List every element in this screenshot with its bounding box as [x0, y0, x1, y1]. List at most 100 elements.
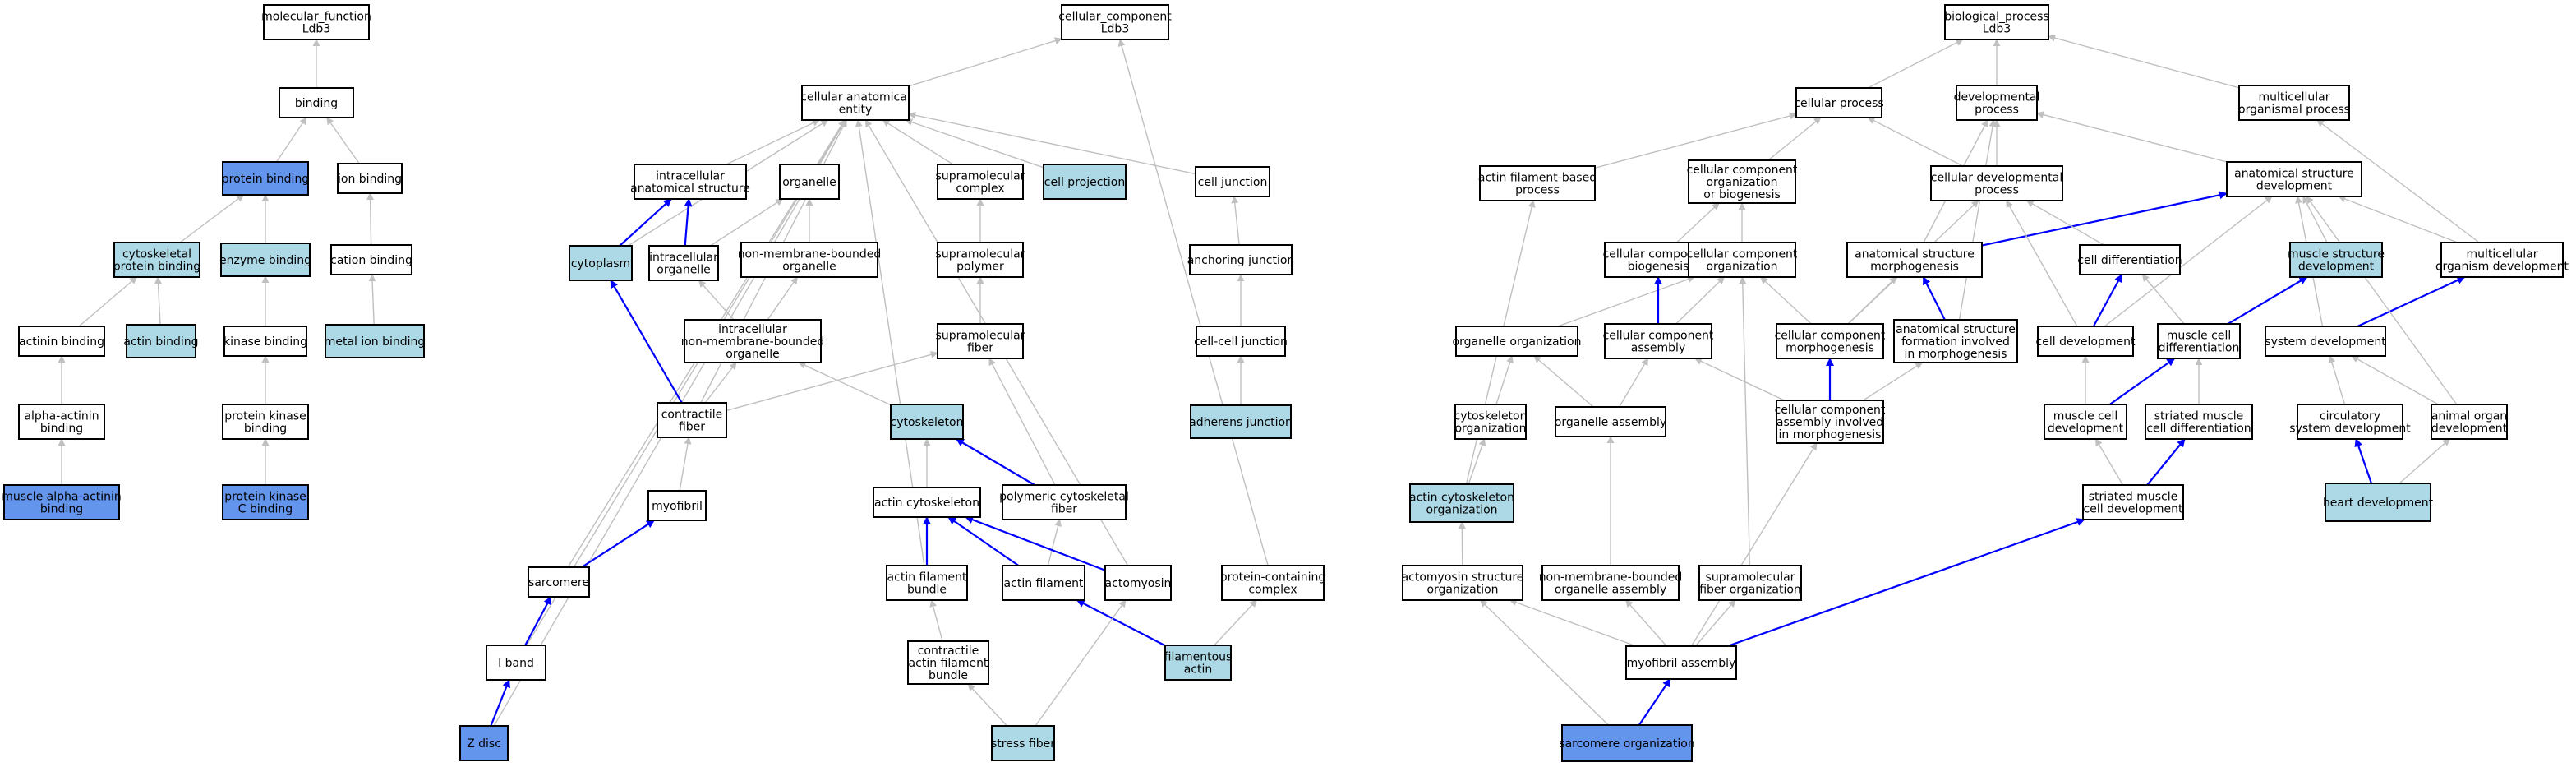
- node-label: muscle cell: [2167, 330, 2232, 343]
- node-label: cell-cell junction: [1194, 335, 1288, 349]
- edge-myofibril_assembly-to-actomyosin_org: [1509, 598, 1637, 647]
- node-organelle-assembly[interactable]: organelle assembly: [1555, 406, 1666, 437]
- node-z-disc[interactable]: Z disc: [459, 725, 509, 761]
- node-organelle-org[interactable]: organelle organization: [1453, 326, 1582, 357]
- node-box: [2226, 161, 2362, 197]
- node-box: [1479, 165, 1596, 201]
- node-cation-binding[interactable]: cation binding: [330, 244, 412, 275]
- node-cell-junction[interactable]: cell junction: [1195, 166, 1270, 197]
- node-actin-cytoskeleton[interactable]: actin cytoskeleton: [873, 487, 981, 518]
- node-sarcomere-org[interactable]: sarcomere organization: [1559, 724, 1695, 762]
- node-cellular-process[interactable]: cellular process: [1794, 87, 1884, 118]
- node-protein-binding[interactable]: protein binding: [222, 161, 309, 196]
- edge-sarcomere_org-to-actomyosin_org: [1479, 599, 1609, 726]
- node-enzyme-binding[interactable]: enzyme binding: [219, 243, 311, 277]
- node-ic-nmb-organelle[interactable]: intracellularnon-membrane-boundedorganel…: [681, 319, 825, 363]
- node-heart-dev[interactable]: heart development: [2323, 483, 2434, 522]
- node-label: process: [1975, 184, 2019, 197]
- node-box: [991, 725, 1055, 761]
- node-actin-binding[interactable]: actin binding: [123, 324, 199, 358]
- node-cytoskeleton[interactable]: cytoskeleton: [890, 404, 964, 440]
- node-ion-binding[interactable]: ion binding: [337, 163, 403, 194]
- node-label: cell development: [2084, 503, 2183, 516]
- node-cell-cell-junction[interactable]: cell-cell junction: [1194, 326, 1288, 357]
- node-anchoring-junction[interactable]: anchoring junction: [1187, 244, 1295, 275]
- node-cytoplasm[interactable]: cytoplasm: [569, 245, 633, 281]
- node-adherens-junction[interactable]: adherens junction: [1189, 404, 1293, 439]
- node-cell-projection[interactable]: cell projection: [1043, 164, 1127, 200]
- node-cell-dev[interactable]: cell development: [2036, 326, 2136, 357]
- node-metal-ion-binding[interactable]: metal ion binding: [325, 324, 426, 358]
- node-label: circulatory: [2320, 410, 2380, 423]
- node-stress-fiber[interactable]: stress fiber: [991, 725, 1055, 761]
- node-binding[interactable]: binding: [279, 87, 354, 118]
- node-cell-diff[interactable]: cell differentiation: [2077, 244, 2182, 275]
- edge-muscle_cell_diff-to-muscle_struct_dev: [2227, 276, 2308, 325]
- node-label: cell projection: [1044, 176, 1125, 189]
- node-system-dev[interactable]: system development: [2265, 326, 2386, 357]
- node-label: system development: [2265, 335, 2386, 349]
- node-i-band[interactable]: I band: [486, 645, 546, 681]
- node-kinase-binding[interactable]: kinase binding: [223, 326, 307, 357]
- node-label: protein kinase: [224, 491, 306, 504]
- node-organelle[interactable]: organelle: [779, 164, 840, 200]
- edge-heart_dev-to-animal_organ_dev: [2399, 438, 2450, 484]
- edge-myofibril_assembly-to-cca_morph: [1690, 442, 1818, 647]
- node-myofibril-assembly[interactable]: myofibril assembly: [1625, 645, 1737, 680]
- node-actomyosin[interactable]: actomyosin: [1104, 565, 1172, 601]
- node-label: cellular anatomical: [800, 91, 910, 104]
- node-myofibril[interactable]: myofibril: [647, 490, 707, 521]
- node-actinin-binding[interactable]: actinin binding: [18, 326, 105, 357]
- edge-z_disc-to-i_band: [490, 679, 510, 727]
- node-sarcomere[interactable]: sarcomere: [528, 566, 590, 598]
- node-label: adherens junction: [1189, 416, 1293, 429]
- node-actin-filament[interactable]: actin filament: [1002, 565, 1085, 601]
